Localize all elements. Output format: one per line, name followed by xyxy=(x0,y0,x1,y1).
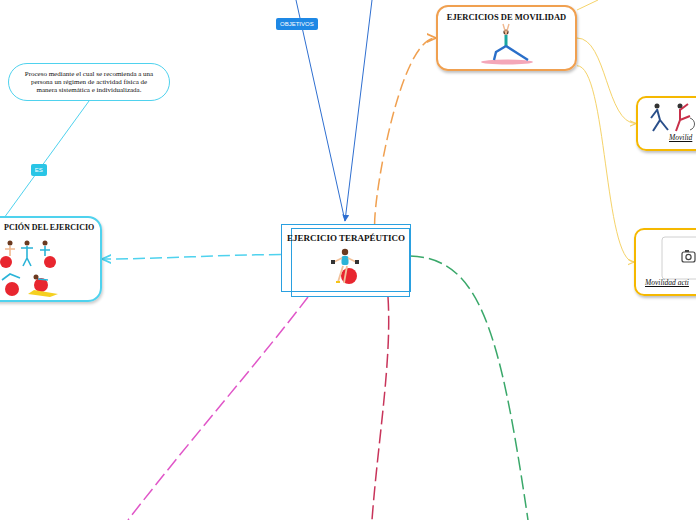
branch-line xyxy=(410,256,528,520)
branch-line xyxy=(128,297,308,520)
subtopic-box: Movilid xyxy=(636,96,696,151)
node-text: Movilid xyxy=(669,134,692,143)
lunge-figure xyxy=(481,24,533,65)
topic-box: PCIÓN DEL EJERCICIO xyxy=(0,216,102,302)
node-text: Movilidad acti xyxy=(645,279,689,288)
exercise-collage xyxy=(0,241,58,298)
topic-box: EJERCICIOS DE MOVILIDAD xyxy=(436,5,577,71)
node-text: PCIÓN DEL EJERCICIO xyxy=(4,223,94,232)
objective-line xyxy=(296,0,345,221)
connector xyxy=(375,38,436,224)
objective-line xyxy=(345,0,372,221)
node-text: Proceso mediante el cual se recomienda a… xyxy=(21,70,157,94)
subtopic-box: Movilidad acti xyxy=(634,228,696,296)
connector xyxy=(577,38,636,124)
definition-bubble: Proceso mediante el cual se recomienda a… xyxy=(8,63,170,101)
ball-figure xyxy=(331,249,359,284)
connector xyxy=(577,66,634,262)
connector xyxy=(5,101,89,216)
node-text: EJERCICIOS DE MOVILIDAD xyxy=(447,13,567,23)
photo-placeholder xyxy=(662,237,696,279)
branch-label: OBJETIVOS xyxy=(276,18,318,30)
edge-label: ES xyxy=(31,164,47,176)
central-topic: EJERCICIO TERAPÉUTICO xyxy=(281,224,411,292)
stretch-figures xyxy=(651,104,695,132)
branch-line xyxy=(372,297,389,520)
branch-line xyxy=(577,0,598,10)
connector xyxy=(102,255,281,259)
node-text: EJERCICIO TERAPÉUTICO xyxy=(287,233,405,243)
